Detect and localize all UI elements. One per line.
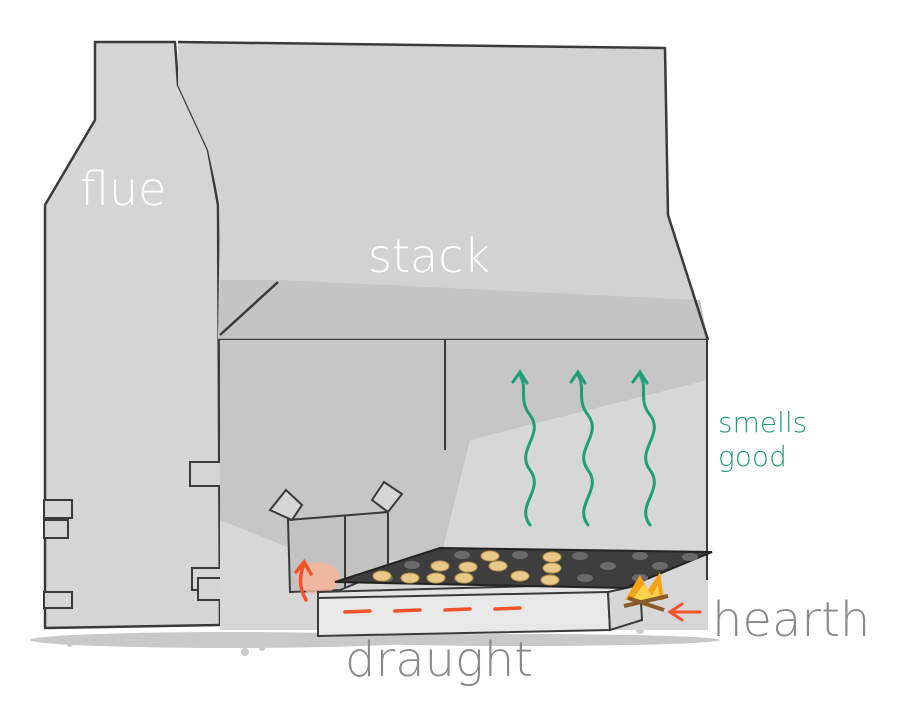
chamber-shadow [220, 340, 708, 560]
firebox-tab-left [268, 488, 304, 522]
flue-label: flue [80, 162, 166, 216]
stack-edge [219, 281, 279, 336]
hearth-slab [317, 590, 612, 638]
fire-icon [623, 572, 669, 612]
hearth-arrow-icon [667, 602, 702, 622]
draught-arrow [294, 558, 522, 614]
flue-shape [43, 40, 222, 630]
stack-label: stack [368, 229, 490, 283]
hearth-label: hearth [712, 592, 870, 648]
aroma-arrows [511, 369, 656, 527]
smells-good-label-line2: good [718, 440, 787, 473]
coffee-beans [372, 550, 562, 586]
draught-label: draught [345, 632, 533, 688]
firebox-tab-right [370, 480, 404, 514]
smells-good-label-line1: smells [718, 406, 807, 439]
stack-lower-shade [218, 280, 708, 340]
stack-shape [178, 42, 708, 340]
